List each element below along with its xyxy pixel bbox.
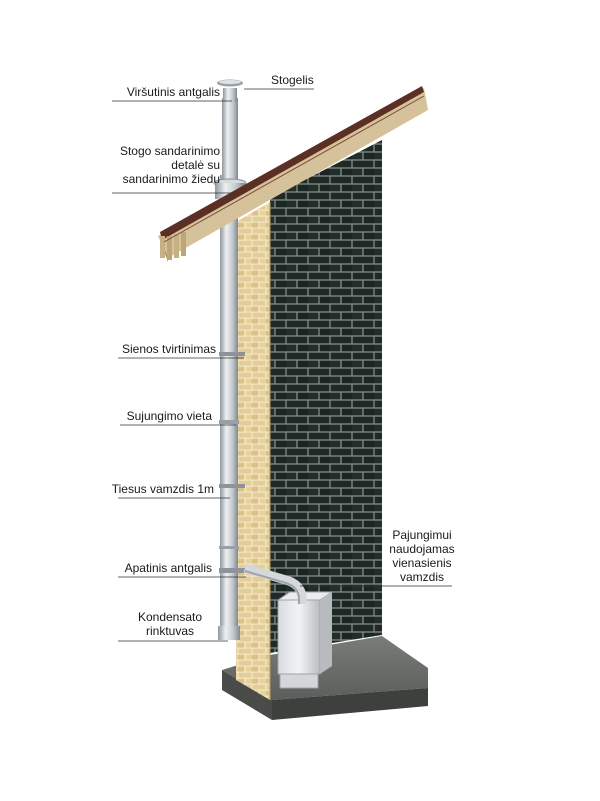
label-line: detalė su [171, 158, 220, 172]
wall-bracket [219, 352, 245, 356]
label-kondensato-rinktuvas: Kondensato rinktuvas [120, 610, 220, 638]
label-text: Tiesus vamzdis 1m [111, 482, 214, 496]
label-pajungimui-vamzdis: Pajungimui naudojamas vienasienis vamzdi… [380, 528, 464, 584]
label-line: vienasienis [392, 556, 452, 570]
label-line: vamzdis [399, 570, 444, 584]
label-line: naudojamas [389, 542, 455, 556]
heater-unit-side [320, 592, 332, 674]
pipe-joint [219, 546, 239, 549]
label-text: Stogelis [271, 73, 314, 87]
roof-tiles [160, 86, 424, 240]
floor-slab-side [272, 688, 428, 720]
label-text: Sujungimo vieta [126, 409, 212, 423]
leader-lines [112, 88, 452, 642]
label-sujungimo-vieta: Sujungimo vieta [127, 409, 212, 423]
single-wall-connector-pipe-shade [244, 570, 300, 604]
roof-tile-rows [163, 95, 425, 243]
chimney-pipe-top [222, 98, 238, 198]
condensate-trap [218, 626, 240, 640]
roof-deck [158, 88, 428, 258]
label-stogelis: Stogelis [271, 73, 314, 87]
roof-rafter-ends [160, 232, 186, 260]
dark-brick-wall [270, 140, 382, 653]
label-line: rinktuvas [145, 624, 195, 638]
label-text: Sienos tvirtinimas [121, 342, 216, 356]
label-text: Viršutinis antgalis [126, 85, 220, 99]
pipe-joint [219, 420, 239, 424]
label-apatinis-antgalis: Apatinis antgalis [125, 561, 212, 575]
label-virsutinis-antgalis: Viršutinis antgalis [127, 85, 220, 99]
label-line: sandarinimo žiedu [122, 172, 220, 186]
single-wall-connector-pipe [243, 563, 307, 604]
label-sienos-tvirtinimas: Sienos tvirtinimas [122, 342, 216, 356]
bottom-terminal [219, 568, 247, 573]
pipe-joint [219, 484, 245, 488]
light-brick-wall [236, 202, 270, 700]
label-line: Pajungimui [392, 528, 452, 542]
chimney-pipe [220, 175, 238, 640]
floor-slab-front [222, 670, 272, 720]
label-tiesus-vamzdis: Tiesus vamzdis 1m [112, 482, 214, 496]
top-terminal [223, 88, 237, 102]
label-line: Stogo sandarinimo [119, 144, 220, 158]
label-stogo-sandarinimo: Stogo sandarinimo detalė su sandarinimo … [120, 144, 220, 186]
heater-unit [277, 599, 321, 675]
heater-base [279, 673, 319, 689]
label-line: Kondensato [137, 610, 203, 624]
label-text: Apatinis antgalis [124, 561, 212, 575]
rain-cap-highlight [219, 80, 241, 84]
